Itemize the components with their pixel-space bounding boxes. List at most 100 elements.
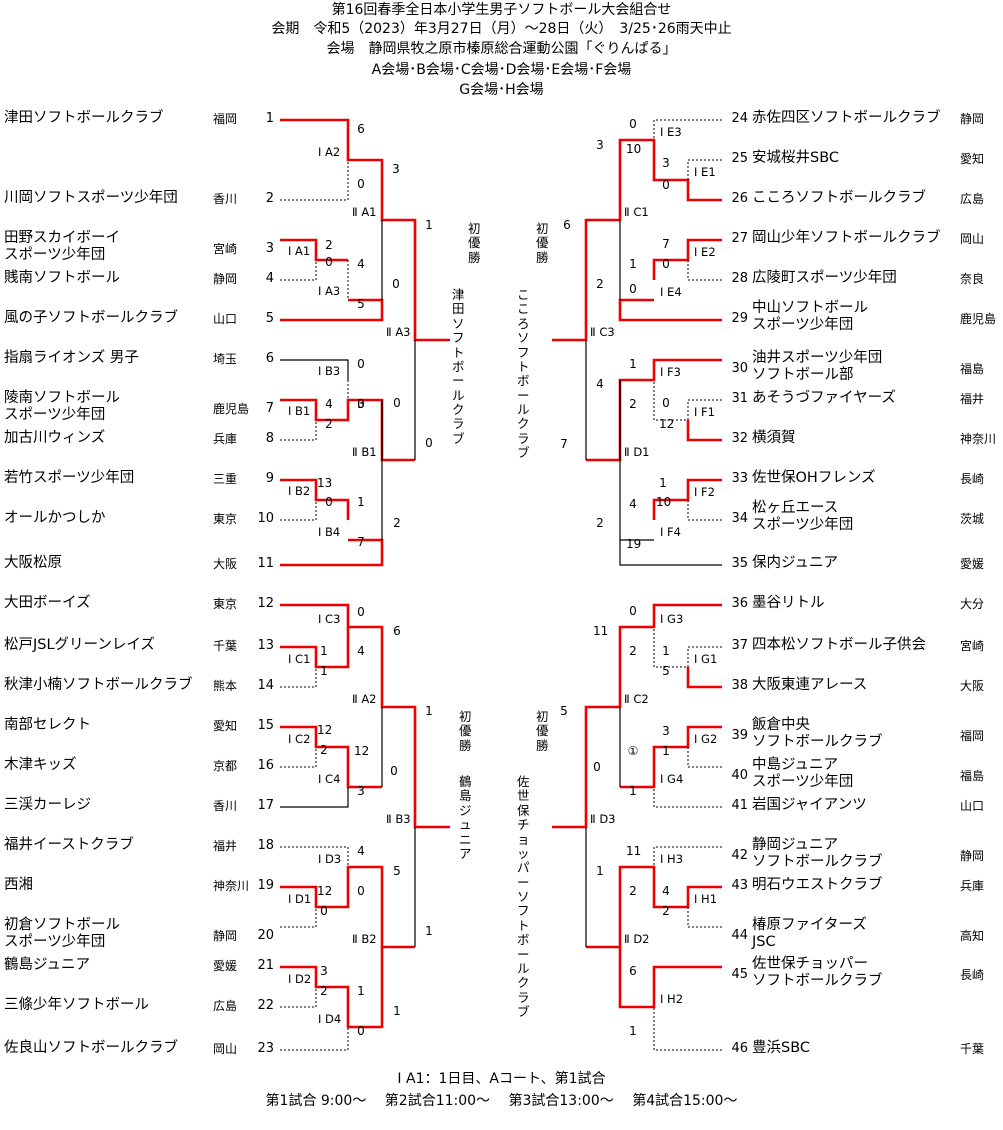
team-prefecture: 静岡 xyxy=(213,929,238,943)
team-name: 津田ソフトボールクラブ xyxy=(4,110,164,126)
game-score: 0 xyxy=(629,117,637,131)
game-score: 1 xyxy=(320,644,328,658)
champion-label: 初 優 勝 xyxy=(459,709,472,753)
match-code: Ⅰ G1 xyxy=(694,652,718,666)
game-score: 0 xyxy=(662,396,670,410)
team-prefecture: 鹿児島 xyxy=(213,402,250,416)
game-score: 5 xyxy=(662,664,670,678)
team-prefecture: 愛媛 xyxy=(213,959,238,973)
seed-number: 40 xyxy=(731,768,748,783)
team-name: 賎南ソフトボール xyxy=(4,270,120,286)
game-score: 1 xyxy=(629,1024,637,1038)
team-name: 中島ジュニア スポーツ少年団 xyxy=(752,757,854,791)
seed-number: 39 xyxy=(731,728,748,743)
game-score: 1 xyxy=(425,704,433,718)
champion-label: 初 優 勝 xyxy=(468,221,481,265)
game-score: 2 xyxy=(320,984,328,998)
match-code: Ⅱ D3 xyxy=(590,812,616,826)
seed-number: 27 xyxy=(731,231,748,246)
seed-number: 43 xyxy=(731,878,748,893)
team-prefecture: 大分 xyxy=(960,597,985,611)
team-prefecture: 宮崎 xyxy=(960,639,985,653)
match-code: Ⅱ B3 xyxy=(386,812,411,826)
game-score: 0 xyxy=(425,436,433,450)
seed-number: 23 xyxy=(257,1041,274,1056)
game-score: 12 xyxy=(354,744,370,758)
team-prefecture: 岡山 xyxy=(960,232,985,246)
seed-number: 19 xyxy=(257,878,274,893)
page-title: 第16回春季全日本小学生男子ソフトボール大会組合せ xyxy=(331,2,672,18)
team-prefecture: 愛知 xyxy=(213,719,238,733)
game-score: 4 xyxy=(357,257,365,271)
seed-number: 9 xyxy=(265,471,274,486)
champion-label: 初 優 勝 xyxy=(536,221,549,265)
team-name: こころソフトボールクラブ xyxy=(752,190,926,206)
game-score: 0 xyxy=(629,282,637,296)
seed-number: 3 xyxy=(265,241,274,256)
match-code: Ⅰ G4 xyxy=(660,772,684,786)
game-score: 10 xyxy=(656,495,672,509)
match-code: Ⅰ C3 xyxy=(318,612,341,626)
seed-number: 21 xyxy=(257,958,274,973)
game-score: 1 xyxy=(357,495,365,509)
team-name: 赤佐四区ソフトボールクラブ xyxy=(752,110,941,126)
team-prefecture: 熊本 xyxy=(213,679,238,693)
team-prefecture: 埼玉 xyxy=(213,352,238,366)
team-prefecture: 千葉 xyxy=(960,1042,985,1056)
team-name: 西湘 xyxy=(4,877,33,893)
game-score: 6 xyxy=(563,218,571,232)
team-name: 川岡ソフトスポーツ少年団 xyxy=(4,190,178,206)
team-prefecture: 宮崎 xyxy=(213,242,238,256)
team-prefecture: 高知 xyxy=(960,929,985,943)
game-score: 0 xyxy=(392,277,400,291)
game-score: 0 xyxy=(357,177,365,191)
team-prefecture: 静岡 xyxy=(960,112,985,126)
champion-team: 佐 世 保 チ ョ ッ パ ー ソ フ ト ボ ー ル ク ラ ブ xyxy=(517,774,530,1019)
match-code: Ⅱ A1 xyxy=(352,205,377,219)
seed-number: 13 xyxy=(257,638,274,653)
team-prefecture: 岡山 xyxy=(213,1042,238,1056)
team-name: 鶴島ジュニア xyxy=(4,957,90,973)
match-code: Ⅰ B1 xyxy=(288,404,311,418)
game-score: 5 xyxy=(357,297,365,311)
game-score: 2 xyxy=(325,238,333,252)
team-name: 四本松ソフトボール子供会 xyxy=(752,637,926,653)
game-score: 0 xyxy=(357,605,365,619)
match-code: Ⅰ F3 xyxy=(660,365,681,379)
game-score: 1 xyxy=(357,984,365,998)
team-name: 福井イーストクラブ xyxy=(4,837,134,853)
seed-number: 18 xyxy=(257,838,274,853)
seed-number: 45 xyxy=(731,967,748,982)
match-code: Ⅱ A3 xyxy=(386,325,411,339)
game-score: 0 xyxy=(593,760,601,774)
team-name: 松戸JSLグリーンレイズ xyxy=(4,637,155,653)
team-name: あそうづファイヤーズ xyxy=(752,390,896,406)
team-prefecture: 香川 xyxy=(213,192,238,206)
team-name: 椿原ファイターズ JSC xyxy=(752,917,867,951)
game-score: 1 xyxy=(596,864,604,878)
game-score: 0 xyxy=(325,495,333,509)
game-score: 2 xyxy=(596,516,604,530)
champion-team: こ こ ろ ソ フ ト ボ ー ル ク ラ ブ xyxy=(517,287,530,461)
game-score: 11 xyxy=(593,624,609,638)
match-code: Ⅰ E4 xyxy=(660,285,682,299)
seed-number: 7 xyxy=(265,401,274,416)
seed-number: 29 xyxy=(731,311,748,326)
team-name: 若竹スポーツ少年団 xyxy=(4,470,135,486)
team-name: 飯倉中央 ソフトボールクラブ xyxy=(752,717,883,751)
champion-label: 初 優 勝 xyxy=(536,709,549,753)
game-score: 1 xyxy=(662,644,670,658)
match-code: Ⅰ F4 xyxy=(660,525,681,539)
game-score: 1 xyxy=(629,784,637,798)
match-code: Ⅰ A2 xyxy=(318,145,341,159)
match-code: Ⅰ C1 xyxy=(288,652,311,666)
team-prefecture: 鹿児島 xyxy=(960,312,997,326)
team-prefecture: 三重 xyxy=(213,472,238,486)
team-name: 木津キッズ xyxy=(4,757,77,773)
seed-number: 25 xyxy=(731,151,748,166)
team-prefecture: 静岡 xyxy=(960,849,985,863)
match-code-legend: Ⅰ A1：1日目、Aコート、第1試合 xyxy=(397,1071,606,1087)
seed-number: 10 xyxy=(257,511,274,526)
match-code: Ⅰ E3 xyxy=(660,125,682,139)
match-code: Ⅰ D3 xyxy=(318,852,342,866)
